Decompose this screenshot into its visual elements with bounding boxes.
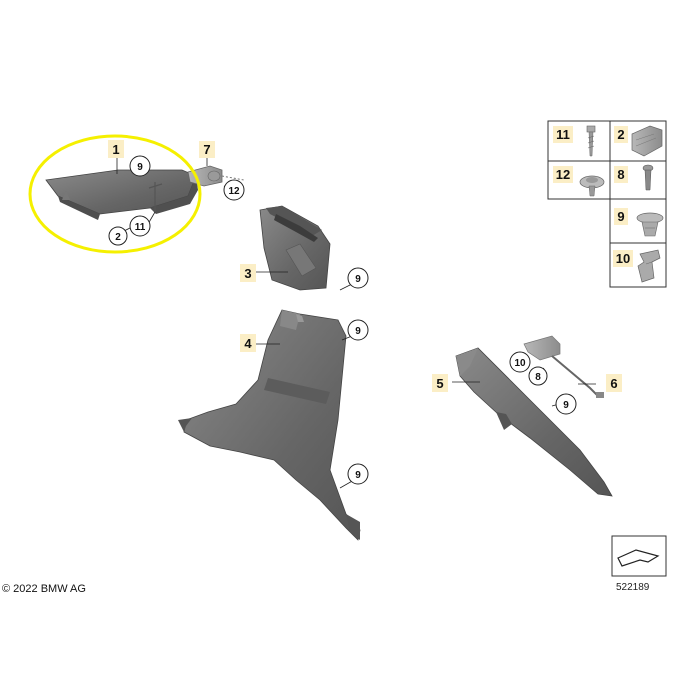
spring-clip-icon: [637, 249, 661, 283]
callout-11-label: 11: [135, 222, 146, 233]
callout-9-part-1-label: 9: [137, 162, 143, 173]
trim-clip-icon: [636, 212, 664, 237]
callout-5-label: 5: [436, 376, 443, 391]
callout-12-label: 12: [228, 186, 240, 197]
callout-9-part-3-label: 9: [355, 274, 361, 285]
fastener-legend: 11 2 12 8 9 10: [547, 120, 667, 288]
callout-1: 1: [108, 140, 124, 158]
grommet-icon: [631, 125, 663, 157]
callout-11: 11: [129, 215, 151, 237]
callout-9-part-4-top-label: 9: [355, 326, 361, 337]
callout-3-label: 3: [244, 266, 251, 281]
legend-2-label: 2: [617, 127, 624, 142]
callout-12: 12: [223, 179, 245, 201]
callout-5: 5: [432, 374, 448, 392]
legend-12-label: 12: [556, 167, 570, 182]
callout-9-part-4-bottom: 9: [347, 463, 369, 485]
callout-3: 3: [240, 264, 256, 282]
legend-10-label: 10: [616, 251, 630, 266]
part-4-b-pillar-trim[interactable]: [178, 309, 361, 541]
copyright-text: © 2022 BMW AG: [2, 583, 86, 595]
callout-6-label: 6: [610, 376, 617, 391]
clip-11-part-1: [148, 182, 163, 212]
screw-icon: [586, 125, 596, 157]
reference-number: 522189: [616, 582, 650, 593]
callout-8: 8: [528, 366, 548, 386]
part-1-trim-cover[interactable]: [45, 169, 198, 220]
part-3-pillar-cover[interactable]: [259, 205, 331, 291]
callout-9-part-4-bottom-label: 9: [355, 470, 361, 481]
legend-8-label: 8: [617, 167, 624, 182]
callout-4: 4: [240, 334, 256, 352]
orientation-box: [611, 535, 667, 577]
part-6-cable-bracket[interactable]: [523, 335, 604, 398]
callout-2-label: 2: [115, 232, 121, 243]
callout-2: 2: [108, 226, 128, 246]
callout-9-part-4-top: 9: [347, 319, 369, 341]
callout-7-label: 7: [203, 142, 210, 157]
arrow-icon: [617, 549, 660, 567]
callout-7: 7: [199, 141, 215, 158]
callout-9-part-3: 9: [347, 267, 369, 289]
highlight-ring: [28, 134, 202, 254]
callout-9-part-5-label: 9: [563, 400, 569, 411]
legend-9-label: 9: [617, 209, 624, 224]
push-pin-icon: [642, 164, 654, 191]
callout-1-label: 1: [112, 142, 119, 157]
callout-8-label: 8: [535, 372, 541, 383]
part-5-trim-strip[interactable]: [455, 347, 613, 497]
callout-9-part-5: 9: [555, 393, 577, 415]
callout-10: 10: [509, 351, 531, 373]
callout-6: 6: [606, 374, 622, 392]
callout-10-label: 10: [514, 358, 526, 369]
rivet-icon: [579, 175, 605, 197]
callout-9-part-1: 9: [129, 155, 151, 177]
legend-11-label: 11: [556, 127, 570, 142]
callout-4-label: 4: [244, 336, 252, 351]
